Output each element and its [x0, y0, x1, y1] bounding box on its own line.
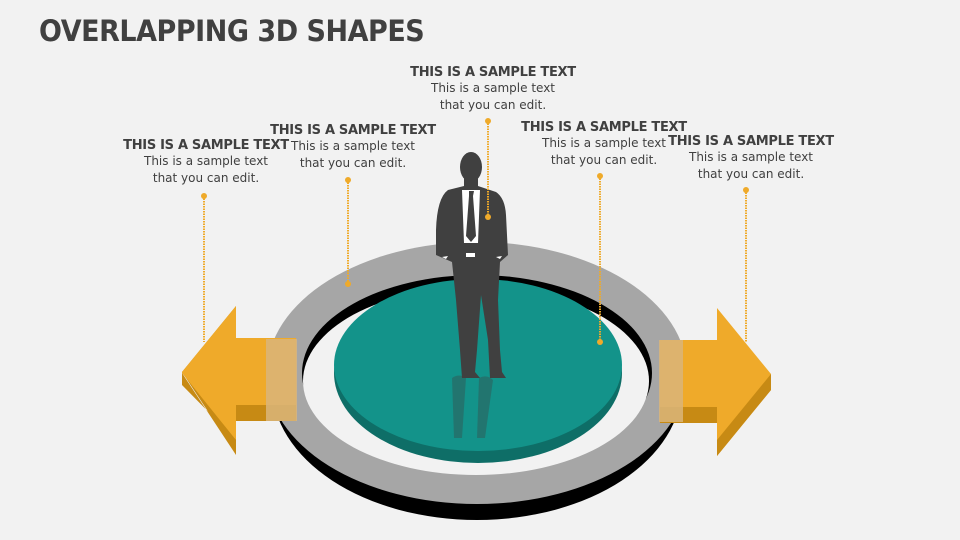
text-block-heading: THIS IS A SAMPLE TEXT [123, 138, 289, 153]
right-arrow [659, 308, 771, 456]
text-block-4: THIS IS A SAMPLE TEXT This is a sample t… [504, 120, 704, 169]
text-block-line1: This is a sample text [143, 154, 269, 168]
text-block-line1: This is a sample text [290, 139, 416, 153]
text-block-heading: THIS IS A SAMPLE TEXT [668, 134, 834, 149]
text-block-line2: that you can edit. [697, 167, 805, 181]
text-block-line1: This is a sample text [688, 150, 814, 164]
text-block-heading: THIS IS A SAMPLE TEXT [410, 65, 576, 80]
text-block-line1: This is a sample text [430, 81, 556, 95]
text-block-line2: that you can edit. [550, 153, 658, 167]
text-block-line2: that you can edit. [439, 98, 547, 112]
text-block-1: THIS IS A SAMPLE TEXT This is a sample t… [106, 138, 306, 187]
text-block-heading: THIS IS A SAMPLE TEXT [270, 123, 436, 138]
businessman-silhouette [436, 152, 508, 378]
text-block-3: THIS IS A SAMPLE TEXT This is a sample t… [393, 65, 593, 114]
connector-dots [201, 118, 749, 345]
left-arrow [182, 306, 297, 455]
text-block-line2: that you can edit. [299, 156, 407, 170]
text-block-5: THIS IS A SAMPLE TEXT This is a sample t… [651, 134, 851, 183]
figure-reflection [452, 375, 493, 438]
text-block-2: THIS IS A SAMPLE TEXT This is a sample t… [253, 123, 453, 172]
teal-disc-top [334, 279, 622, 451]
connectors [203, 121, 747, 342]
text-block-line2: that you can edit. [152, 171, 260, 185]
text-block-heading: THIS IS A SAMPLE TEXT [521, 120, 687, 135]
slide-title: OVERLAPPING 3D SHAPES [39, 14, 425, 48]
text-block-line1: This is a sample text [541, 136, 667, 150]
